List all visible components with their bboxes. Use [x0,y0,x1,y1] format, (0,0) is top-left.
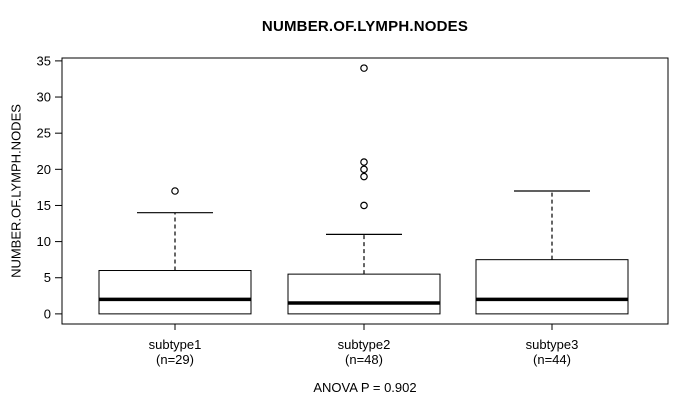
x-group-sublabel: (n=44) [533,352,571,367]
y-axis-label: NUMBER.OF.LYMPH.NODES [8,104,24,278]
y-tick-label: 15 [37,198,51,213]
y-tick-label: 35 [37,53,51,68]
x-group-sublabel: (n=48) [345,352,383,367]
outlier-point [360,165,368,174]
chart-title: NUMBER.OF.LYMPH.NODES [261,18,469,35]
y-tick-label: 25 [37,126,51,141]
outlier-point [360,172,368,181]
x-group-label: subtype3 [526,337,579,352]
y-tick-label: 0 [44,306,51,321]
y-tick-label: 5 [44,270,51,285]
outlier-point [171,187,179,195]
y-tick-label: 20 [37,162,51,177]
x-group-sublabel: (n=29) [156,352,194,367]
outlier-point [360,64,368,72]
anova-annotation: ANOVA P = 0.902 [313,380,417,395]
iqr-box [475,259,629,315]
x-group-label: subtype1 [149,337,202,352]
outlier-point [360,201,368,210]
iqr-box [287,273,441,315]
outlier-point [360,158,368,166]
y-tick-label: 10 [37,234,51,249]
x-group-label: subtype2 [338,337,391,352]
iqr-box [98,270,252,315]
plot-border [61,57,669,325]
y-tick-label: 30 [37,90,51,105]
